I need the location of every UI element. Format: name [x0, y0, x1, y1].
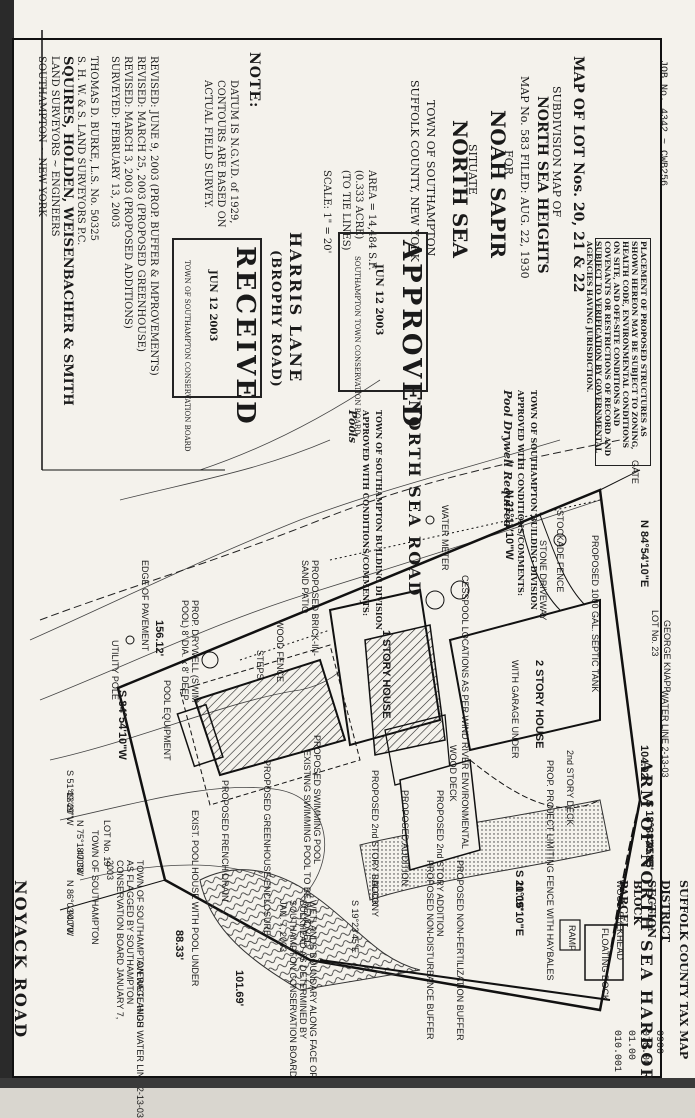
utility-pole-icon	[125, 635, 135, 645]
cesspool-2	[450, 580, 470, 600]
bearing-s84: S 84°54'10"W	[116, 690, 128, 760]
distance-156: 156.12'	[153, 620, 165, 657]
buffer2-label: PROPOSED NON-DISTURBANCE BUFFER	[425, 860, 435, 1040]
scan-shadow-bottom	[0, 1078, 695, 1088]
bearing-n21: N 21°11'10"W	[503, 490, 515, 560]
revision-block: REVISED: JUNE 9, 2003 (PROP. BUFFER & IM…	[109, 56, 159, 376]
distance-88: 88.33'	[173, 930, 185, 961]
distance-104: 104.02'	[638, 745, 650, 782]
floating-dock-label: FLOATING DOCK	[600, 928, 610, 1001]
wetlands-label: WETLANDS BOUNDARY ALONG FACE OF BULKHEAD…	[278, 900, 318, 1078]
driveway-label: STONE DRIVEWAY	[538, 540, 548, 621]
distance-47: 47.38'	[75, 850, 85, 875]
noyack-road-label: NOYACK ROAD	[11, 880, 30, 1040]
wood-deck-label: WOOD DECK	[448, 745, 458, 802]
project-limiting-fence	[469, 759, 601, 809]
water-line-label: WATER LINE 2-13-03	[660, 690, 670, 778]
pool-house-label: EXIST. POOL HOUSE WITH POOL UNDER	[190, 810, 200, 987]
cesspool-1	[425, 590, 445, 610]
note-block: NOTE:	[246, 52, 262, 109]
owner-label: GEORGE KNAPP	[662, 620, 672, 693]
received-stamp: RECEIVED JUN 12 2003 TOWN OF SOUTHAMPTON…	[172, 238, 262, 452]
proposed-addition	[364, 624, 446, 756]
deck2-label: 2nd STORY DECK	[565, 750, 575, 826]
addition2-label: PROPOSED ADDITION	[400, 790, 410, 887]
gate-label: GATE	[630, 460, 640, 484]
distance-94: 94.70'	[65, 910, 75, 935]
water-line	[599, 799, 641, 1011]
wood-fence-label: WOOD FENCE	[275, 620, 285, 682]
two-story-house-label: 2 STORY HOUSE	[533, 660, 545, 749]
stockade-label: STOCKADE FENCE	[555, 510, 565, 593]
buffer-label: PROPOSED NON-FERTILIZATION BUFFER	[455, 860, 465, 1041]
greenhouse-enclosure	[179, 644, 361, 806]
edge-pavement-label: EDGE OF PAVEMENT	[140, 560, 150, 652]
north-road-label: NORTH SEA ROAD	[405, 400, 424, 598]
building-stamp-2: TOWN OF SOUTHAMPTON BUILDING DIVISION AP…	[346, 410, 384, 630]
floating-dock	[584, 924, 624, 981]
steps-label: STEPS	[255, 650, 265, 680]
utility-pole-icon-2	[425, 515, 435, 525]
patio-label: PROPOSED BRICK-IN-SAND PATIO	[300, 560, 320, 657]
brophy-road-label: (BROPHY ROAD)	[268, 250, 283, 388]
fence-label: PROP. PROJECT LIMITING FENCE WITH HAYBAL…	[545, 760, 555, 981]
handwritten-note-2: Pools	[346, 410, 359, 444]
high-water-label: AVERAGE HIGH WATER LINE 2-13-03	[135, 960, 145, 1118]
pool-equipment-label: POOL EQUIPMENT	[162, 680, 172, 761]
bulkhead-line	[319, 959, 611, 1001]
distance-101: 101.69'	[233, 970, 245, 1007]
prop-pool-label: PROPOSED SWIMMING POOL	[312, 735, 322, 865]
ramp	[559, 919, 581, 951]
drain-label: PROPOSED FRENCH DRAIN	[220, 780, 230, 902]
garage-label: WITH GARAGE UNDER	[510, 660, 520, 759]
distance-49: 49.49'	[65, 790, 75, 815]
pool-house	[176, 703, 224, 768]
bearing-s19: S 19°23'45"E	[350, 900, 360, 954]
ramp-label: RAMP	[567, 925, 577, 952]
approved-stamp: APPROVED JUN 12 2003 SOUTHAMPTON TOWN CO…	[338, 232, 428, 435]
scan-shadow-left	[0, 0, 14, 1088]
firm-block: THOMAS D. BURKE, L.S. No. 50325 S. H. W.…	[36, 56, 99, 406]
edge-of-pavement-line	[39, 439, 621, 621]
distance-20: 20.09'	[513, 880, 525, 911]
two-story-house	[448, 598, 601, 752]
wetlands-area	[199, 869, 421, 991]
lot23-label: LOT No. 23	[650, 610, 660, 657]
placement-note: PLACEMENT OF PROPOSED STRUCTURES AS SHOW…	[585, 238, 651, 466]
septic-label: PROPOSED 1000 GAL. SEPTIC TANK	[590, 535, 600, 693]
bearing-n84: N 84°54'10"E	[638, 520, 650, 588]
second-story-addition	[399, 759, 481, 871]
note-text: DATUM IS N.G.V.D. of 1929, CONTOURS ARE …	[202, 80, 239, 228]
cesspool-label: CESSPOOL LOCATIONS AS PER WIND RIVER ENV…	[460, 575, 470, 849]
dock-label: DOCK	[370, 880, 380, 907]
title-map-no: MAP No. 583 FILED: AUG. 22, 1930	[518, 76, 531, 279]
title-owner: NOAH SAPIR	[486, 110, 510, 259]
stockade-fence	[329, 499, 601, 561]
greenhouse-label: PROPOSED GREENHOUSE ENCLOSURE	[262, 760, 272, 937]
water-meter-label: WATER METER	[440, 505, 450, 571]
addition-label: PROPOSED 2nd STORY ADDITION	[435, 790, 445, 937]
site-plan	[29, 30, 642, 1012]
distance-30: 30.85'	[643, 840, 655, 871]
bulkhead-label: WOOD BULKHEAD	[615, 880, 625, 961]
title-heights: NORTH SEA HEIGHTS	[534, 96, 550, 274]
drywell-label: PROP. DRYWELL (SWIM POOL) 8' DIA. x 8' D…	[180, 600, 200, 703]
utility-pole-label: UTILITY POLE	[110, 640, 120, 700]
one-story-house-label: 1 STORY HOUSE	[380, 630, 392, 719]
title-location: NORTH SEA	[448, 120, 472, 258]
harris-lane-label: HARRIS LANE	[286, 232, 305, 384]
town-label: TOWN OF SOUTHAMPTON	[90, 830, 100, 945]
map-frame	[12, 38, 662, 1078]
swimming-pool	[193, 658, 347, 777]
septic-tank	[553, 533, 567, 547]
drywell	[201, 651, 219, 669]
